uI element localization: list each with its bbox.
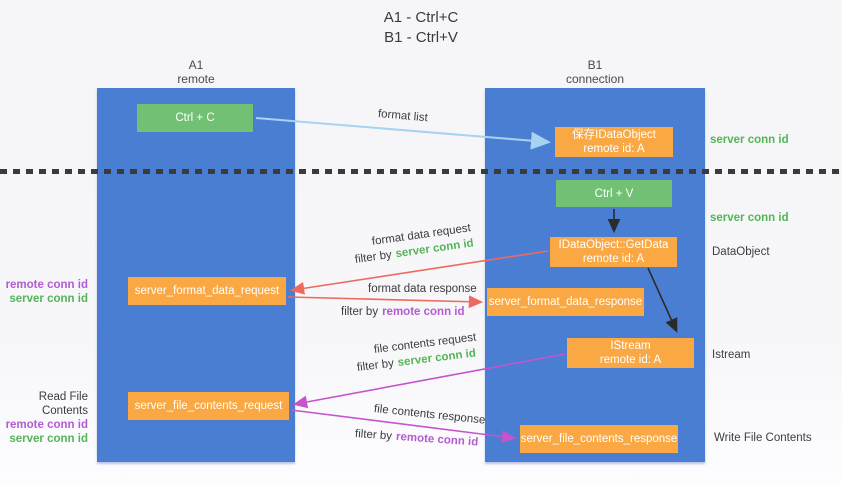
- ctrl-v-label: Ctrl + V: [594, 187, 634, 200]
- column-a1-role: remote: [177, 72, 215, 86]
- server-format-data-request-label: server_format_data_request: [134, 285, 280, 297]
- format-data-response-label: format data response: [368, 283, 477, 295]
- remote-conn-id-text: remote conn id: [382, 306, 465, 318]
- node-ctrl-v: Ctrl + V: [556, 180, 672, 207]
- format-list-label: format list: [377, 108, 428, 124]
- server-format-data-response-label: server_format_data_response: [488, 296, 643, 308]
- istream-line1: IStream: [610, 340, 651, 352]
- save-dataobject-line2: remote id: A: [583, 143, 645, 155]
- filter-by-text: filter by: [354, 248, 393, 266]
- annotation-server-conn-id-lower: server conn id: [9, 433, 88, 445]
- column-b1-name: B1: [587, 58, 603, 72]
- save-dataobject-line1: 保存IDataObject: [572, 129, 656, 141]
- server-file-contents-request-label: server_file_contents_request: [134, 400, 283, 412]
- column-header-b1: B1 connection: [485, 58, 705, 86]
- annotation-read-file-contents-group: Read File Contents remote conn id server…: [0, 390, 88, 446]
- dotted-divider: [0, 169, 842, 174]
- node-server-format-data-response: server_format_data_response: [487, 288, 644, 316]
- annotation-dataobject: DataObject: [712, 246, 770, 258]
- node-save-dataobject: 保存IDataObject remote id: A: [555, 127, 673, 157]
- title-line-2: B1 - Ctrl+V: [384, 29, 458, 46]
- annotation-conn-ids-upper: remote conn id server conn id: [6, 278, 88, 306]
- annotation-read-file-contents: Read File Contents: [38, 391, 88, 417]
- node-ctrl-c: Ctrl + C: [137, 104, 253, 132]
- filter-by-text: filter by: [356, 357, 395, 374]
- annotation-server-conn-id-mid: server conn id: [710, 212, 789, 224]
- annotation-server-conn-id-top: server conn id: [710, 134, 789, 146]
- remote-conn-id-text: remote conn id: [395, 430, 479, 449]
- node-istream: IStream remote id: A: [567, 338, 694, 368]
- column-b1-role: connection: [565, 72, 625, 86]
- file-contents-response-label: file contents response: [373, 403, 486, 427]
- title-line-1: A1 - Ctrl+C: [383, 9, 459, 26]
- filter-by-text: filter by: [354, 428, 393, 443]
- file-contents-response-text: file contents response: [373, 403, 486, 427]
- getdata-line1: IDataObject::GetData: [558, 239, 669, 251]
- node-getdata: IDataObject::GetData remote id: A: [550, 237, 677, 267]
- node-server-format-data-request: server_format_data_request: [128, 277, 286, 305]
- annotation-server-conn-id-upper: server conn id: [9, 293, 88, 305]
- format-data-response-text: format data response: [368, 283, 477, 295]
- diagram-title: A1 - Ctrl+C B1 - Ctrl+V: [0, 8, 842, 48]
- getdata-line2: remote id: A: [582, 253, 645, 265]
- node-server-file-contents-response: server_file_contents_response: [520, 425, 678, 453]
- node-server-file-contents-request: server_file_contents_request: [128, 392, 289, 420]
- server-file-contents-response-label: server_file_contents_response: [520, 433, 678, 445]
- column-a1-name: A1: [188, 58, 204, 72]
- arrow-format-data-response: [287, 295, 484, 309]
- format-list-text: format list: [377, 108, 429, 125]
- annotation-istream: Istream: [712, 349, 751, 361]
- annotation-remote-conn-id-upper: remote conn id: [5, 279, 88, 291]
- ctrl-c-label: Ctrl + C: [175, 112, 215, 124]
- istream-line2: remote id: A: [599, 354, 662, 366]
- annotation-remote-conn-id-lower: remote conn id: [5, 419, 88, 431]
- column-header-a1: A1 remote: [97, 58, 295, 86]
- filter-by-text: filter by: [341, 306, 379, 318]
- annotation-write-file-contents: Write File Contents: [714, 432, 812, 444]
